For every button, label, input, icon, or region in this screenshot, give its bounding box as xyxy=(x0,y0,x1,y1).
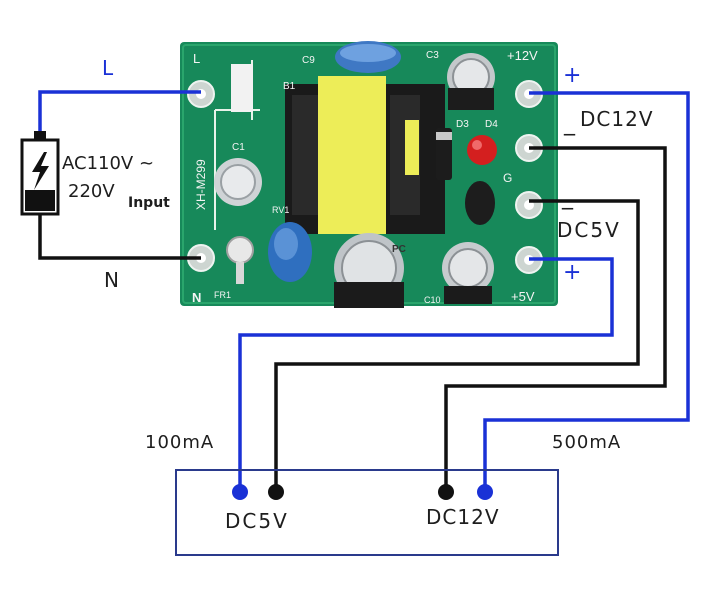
silk-L: L xyxy=(193,51,200,66)
silk-N: N xyxy=(192,290,201,305)
pad-gnd-2 xyxy=(515,191,543,219)
source-terminal xyxy=(34,131,46,140)
wire-5v-positive xyxy=(238,257,614,492)
label-N: N xyxy=(104,268,119,292)
diode-d3 xyxy=(436,128,452,180)
label-ac-voltage-1: AC110V ~ xyxy=(62,153,154,174)
label-plus-top: + xyxy=(563,63,581,88)
silk-c9: C9 xyxy=(302,55,315,66)
silk-b1: B1 xyxy=(283,81,296,92)
diode-d3-band xyxy=(436,132,452,140)
wire-line xyxy=(38,90,201,131)
terminal-5v-negative xyxy=(268,484,284,500)
led-d4 xyxy=(467,135,497,165)
varistor-highlight xyxy=(274,228,298,260)
label-dc12v: DC12V xyxy=(580,107,654,131)
pad-L xyxy=(187,80,215,108)
label-load-dc5v: DC5V xyxy=(225,509,289,533)
silk-d3: D3 xyxy=(456,119,469,130)
capacitor-c3-sleeve xyxy=(448,88,494,110)
capacitor-mark: PC xyxy=(392,244,406,255)
load-box xyxy=(175,469,559,556)
capacitor-c10-sleeve xyxy=(444,286,492,304)
capacitor-main-sleeve xyxy=(334,282,404,308)
terminal-12v-positive xyxy=(477,484,493,500)
transformer-tab xyxy=(405,120,419,175)
capacitor-c1-top xyxy=(220,164,256,200)
silk-rv: RV1 xyxy=(272,205,289,215)
wire-12v-negative xyxy=(444,146,667,492)
silk-c10: C10 xyxy=(424,295,441,305)
label-current-left: 100mA xyxy=(145,432,214,453)
label-plus-bottom: + xyxy=(563,260,581,285)
label-current-right: 500mA xyxy=(552,432,621,453)
capacitor-c10-top xyxy=(448,248,488,288)
wire-neutral xyxy=(38,214,201,260)
power-module-board: L N +12V +5V G XH-M299 C9 C3 B1 C1 D3 D4… xyxy=(180,41,558,308)
silk-G: G xyxy=(503,171,512,185)
led-d4-highlight xyxy=(472,140,482,150)
lightning-icon xyxy=(32,152,49,190)
y-capacitor-highlight xyxy=(340,44,396,62)
label-input: Input xyxy=(128,195,170,211)
transformer-bobbin xyxy=(318,76,386,234)
silk-c1: C1 xyxy=(232,142,245,153)
wires xyxy=(38,90,690,492)
terminal-5v-positive xyxy=(232,484,248,500)
fuse-resistor xyxy=(226,236,254,264)
wire-5v-negative xyxy=(274,199,640,492)
label-ac-voltage-2: 220V xyxy=(68,181,115,202)
ac-source xyxy=(20,131,60,216)
silk-12v: +12V xyxy=(507,48,538,63)
transformer-left-leg xyxy=(292,95,318,215)
regulator xyxy=(465,181,495,225)
silkscreen-block xyxy=(231,64,253,112)
silk-5v: +5V xyxy=(511,289,535,304)
source-fill xyxy=(25,190,55,211)
silk-c3: C3 xyxy=(426,50,439,61)
silk-d4: D4 xyxy=(485,119,498,130)
label-dc5v: DC5V xyxy=(557,218,621,242)
silk-model: XH-M299 xyxy=(194,159,208,210)
label-L: L xyxy=(102,56,114,80)
wire-12v-positive xyxy=(483,91,690,492)
silk-fr1: FR1 xyxy=(214,290,231,300)
label-minus-mid: _ xyxy=(561,185,574,210)
label-load-dc12v: DC12V xyxy=(426,505,500,529)
terminal-12v-negative xyxy=(438,484,454,500)
fuse-resistor-lead xyxy=(236,262,244,284)
label-minus-top: _ xyxy=(563,111,576,136)
